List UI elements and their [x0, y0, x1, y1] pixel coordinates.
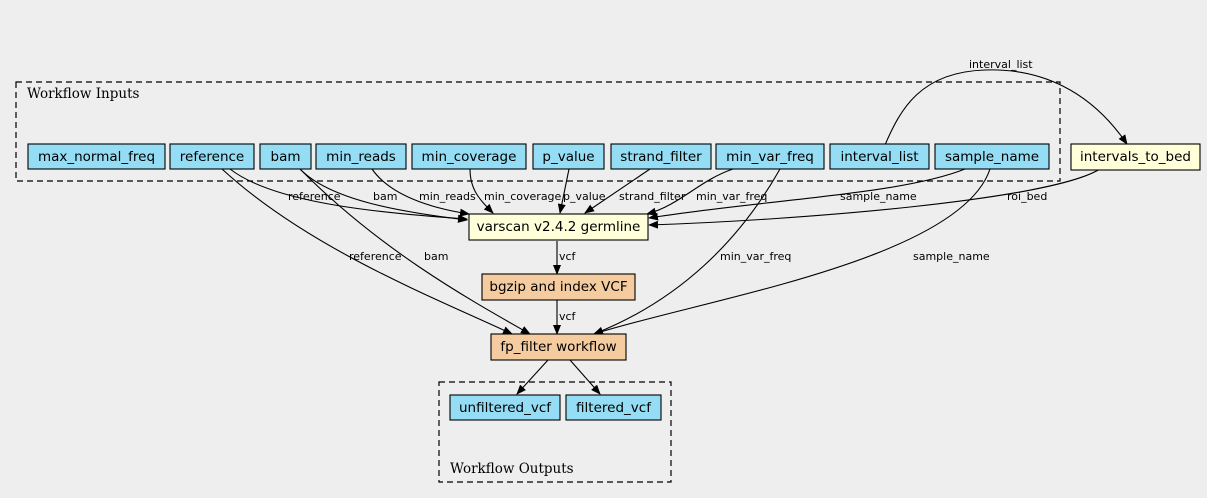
edges — [221, 69, 1128, 395]
edge-label-min-var-freq-fp: min_var_freq — [720, 250, 791, 263]
node-label-unfiltered-vcf: unfiltered_vcf — [459, 400, 552, 416]
edge-label-sample-name-fp: sample_name — [913, 250, 990, 263]
edge-label-strand-filter: strand_filter — [619, 190, 686, 203]
edge-label-min-var-freq: min_var_freq — [696, 190, 767, 203]
node-interval-list[interactable]: interval_list — [829, 143, 930, 170]
edge-min-coverage-to-varscan — [469, 168, 494, 214]
edge-interval-list-to-bed — [884, 69, 1128, 146]
edge-sample-name-to-fp — [593, 168, 991, 336]
edge-min-reads-to-varscan — [371, 168, 470, 217]
node-label-fp-filter: fp_filter workflow — [500, 339, 616, 355]
edge-sample-name-to-varscan — [648, 168, 966, 221]
node-label-bgzip: bgzip and index VCF — [489, 279, 627, 295]
workflow-outputs-cluster — [438, 381, 672, 483]
node-min-coverage[interactable]: min_coverage — [411, 143, 527, 170]
node-label-varscan: varscan v2.4.2 germline — [477, 219, 641, 235]
node-label-strand-filter: strand_filter — [620, 149, 702, 165]
node-label-reference: reference — [180, 149, 244, 165]
workflow-inputs-label: Workflow Inputs — [27, 86, 139, 102]
node-strand-filter[interactable]: strand_filter — [610, 143, 712, 170]
edge-label-vcf-1: vcf — [559, 250, 577, 263]
workflow-inputs-cluster — [15, 81, 1061, 182]
node-filtered-vcf[interactable]: filtered_vcf — [565, 394, 662, 421]
edge-fp-to-filtered — [569, 359, 601, 395]
edge-labels: interval_list reference bam min_reads mi… — [288, 58, 1047, 323]
node-label-p-value: p_value — [542, 149, 594, 165]
node-intervals-to-bed[interactable]: intervals_to_bed — [1070, 143, 1201, 171]
edge-roi-bed-to-varscan — [648, 168, 1101, 229]
node-unfiltered-vcf[interactable]: unfiltered_vcf — [449, 394, 561, 421]
edge-min-var-freq-to-varscan — [646, 168, 734, 216]
node-fp-filter[interactable]: fp_filter workflow — [490, 333, 627, 361]
node-p-value[interactable]: p_value — [532, 143, 605, 170]
edge-reference-to-fp — [221, 168, 513, 335]
node-label-intervals-to-bed: intervals_to_bed — [1080, 149, 1191, 165]
edge-label-reference: reference — [288, 190, 341, 203]
edge-label-p-value: p_value — [563, 190, 606, 203]
edge-label-bam-fp: bam — [424, 250, 448, 263]
edge-label-bam: bam — [373, 190, 397, 203]
node-label-min-reads: min_reads — [326, 149, 396, 165]
node-sample-name[interactable]: sample_name — [934, 143, 1050, 170]
node-min-reads[interactable]: min_reads — [315, 143, 407, 170]
node-label-min-var-freq: min_var_freq — [726, 149, 814, 165]
edge-p-value-to-varscan — [557, 168, 570, 214]
edge-label-interval-list: interval_list — [969, 58, 1033, 71]
edge-bam-to-fp — [299, 168, 531, 335]
input-nodes: max_normal_freq reference bam min_reads … — [27, 143, 1050, 170]
node-label-bam: bam — [271, 149, 301, 165]
edge-min-var-freq-to-fp — [593, 168, 781, 335]
node-label-max-normal-freq: max_normal_freq — [38, 149, 155, 165]
node-varscan[interactable]: varscan v2.4.2 germline — [468, 213, 649, 241]
edge-strand-filter-to-varscan — [584, 168, 651, 214]
node-label-filtered-vcf: filtered_vcf — [576, 400, 652, 416]
node-bgzip[interactable]: bgzip and index VCF — [481, 273, 636, 301]
node-reference[interactable]: reference — [169, 143, 255, 170]
edge-label-roi-bed: roi_bed — [1007, 190, 1047, 203]
node-label-min-coverage: min_coverage — [422, 149, 517, 165]
node-max-normal-freq[interactable]: max_normal_freq — [27, 143, 166, 170]
edge-reference-to-varscan — [229, 168, 468, 223]
edge-fp-to-unfiltered — [516, 359, 549, 395]
node-min-var-freq[interactable]: min_var_freq — [715, 143, 825, 170]
node-label-sample-name: sample_name — [945, 149, 1039, 165]
edge-label-min-reads: min_reads — [419, 190, 476, 203]
edge-label-min-coverage: min_coverage — [484, 190, 562, 203]
workflow-outputs-label: Workflow Outputs — [450, 461, 574, 477]
edge-bam-to-varscan — [299, 168, 468, 223]
node-label-interval-list: interval_list — [840, 149, 918, 165]
edge-label-sample-name: sample_name — [840, 190, 917, 203]
edge-label-reference-fp: reference — [349, 250, 402, 263]
edge-label-vcf-2: vcf — [559, 310, 577, 323]
node-bam[interactable]: bam — [259, 143, 312, 170]
